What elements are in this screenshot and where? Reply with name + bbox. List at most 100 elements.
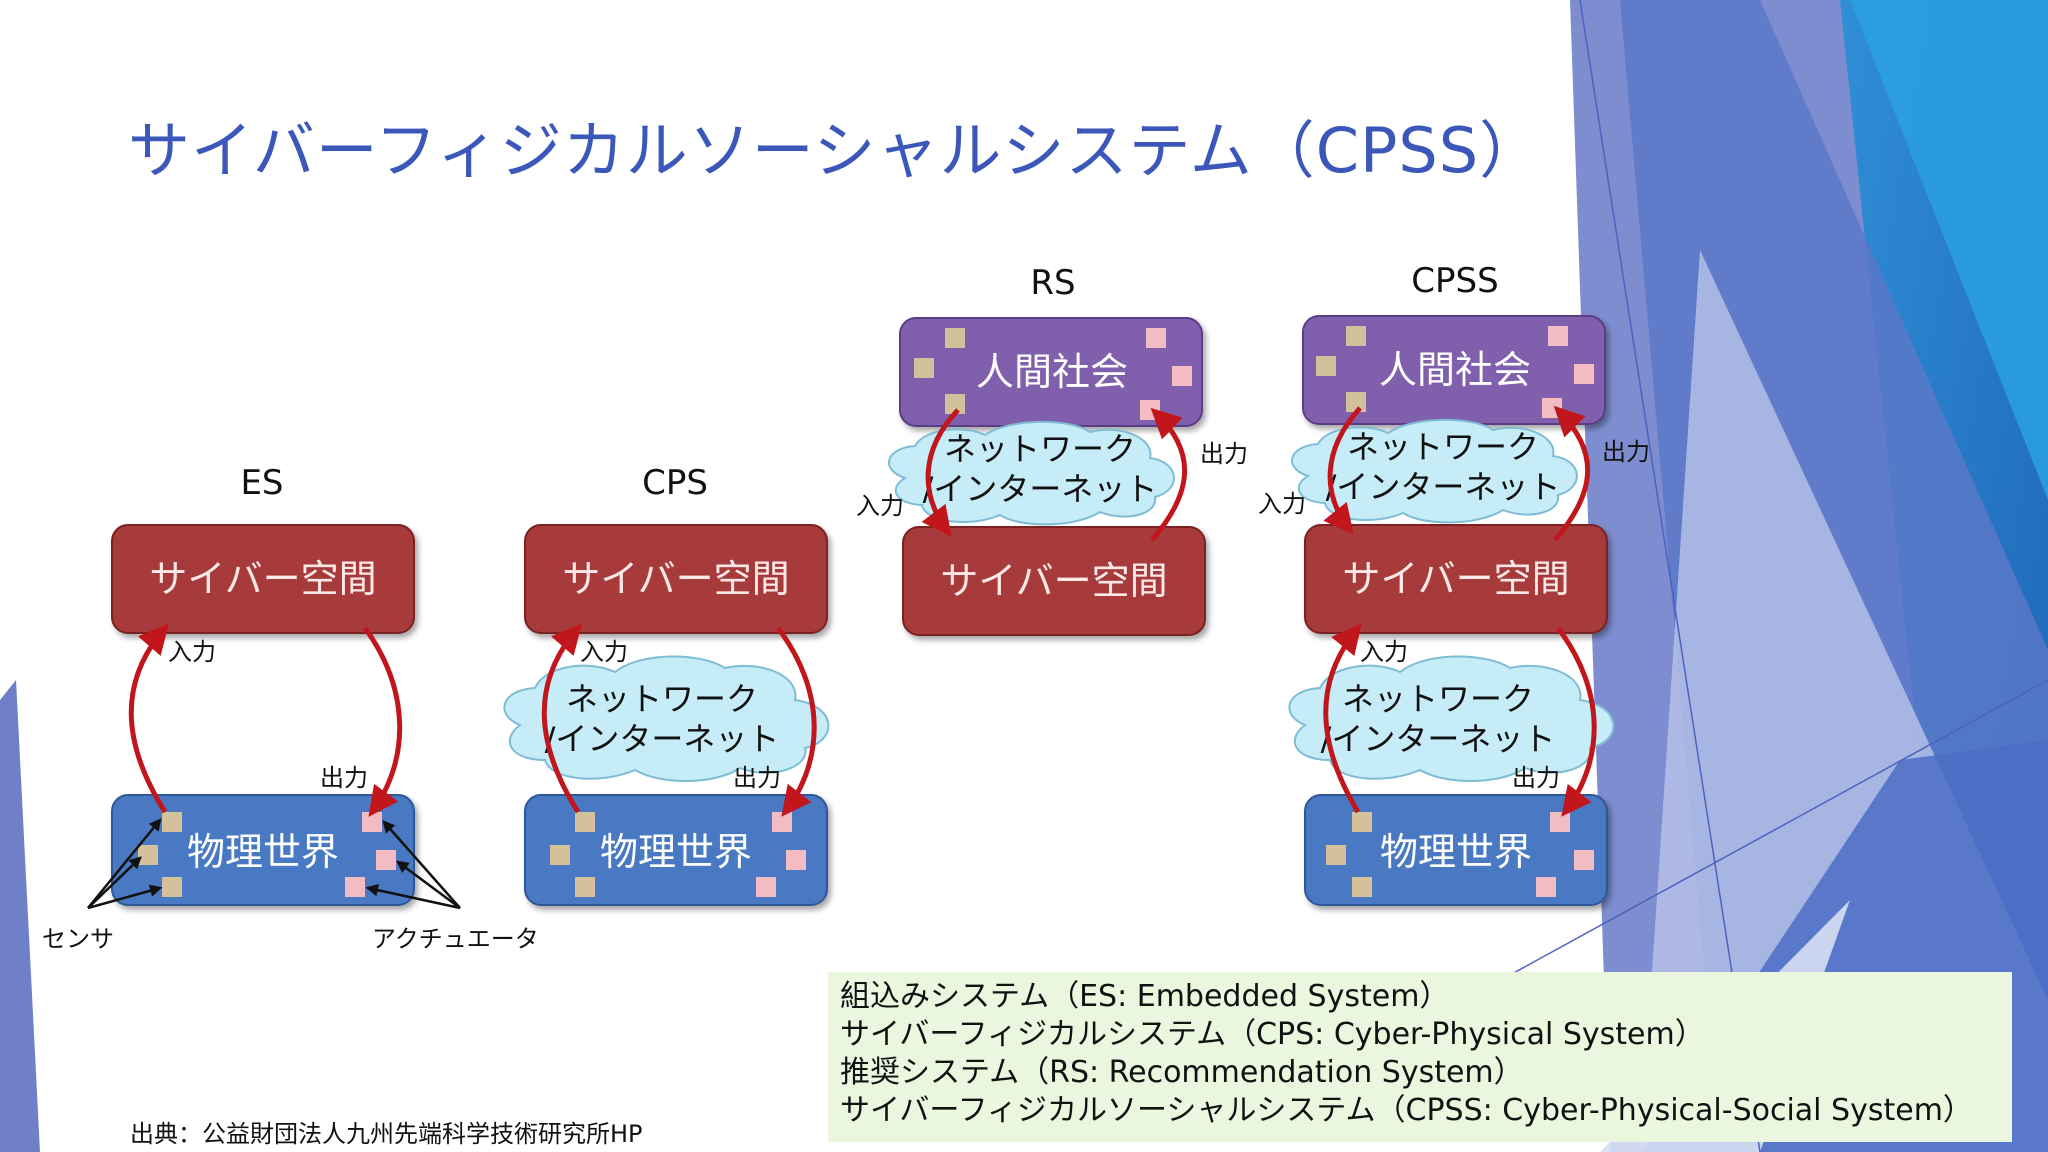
cpss-top-input-label: 入力 — [1258, 490, 1306, 518]
cps-input-arrow — [541, 623, 582, 814]
es-label: ES — [240, 463, 283, 503]
es-input-arrow — [128, 623, 169, 814]
cps-input-label: 入力 — [580, 638, 628, 666]
rs-output-arrow — [1150, 407, 1188, 542]
cpss-social-label: 人間社会 — [1379, 348, 1531, 392]
sensor-label: センサ — [42, 925, 114, 953]
sensor-square — [550, 845, 570, 865]
legend-item-cps: サイバーフィジカルシステム（CPS: Cyber-Physical System… — [840, 1017, 1705, 1052]
rs-label: RS — [1030, 263, 1075, 303]
rs-social-label: 人間社会 — [976, 350, 1128, 394]
es-output-label: 出力 — [320, 764, 368, 792]
actuator-square — [362, 812, 382, 832]
es-column: ES サイバー空間 物理世界 入力 出力 センサ — [42, 463, 539, 953]
cps-cyber-box: サイバー空間 — [524, 524, 828, 634]
cps-column: CPS サイバー空間 ネットワーク /インターネット 物理世界 入力 出力 — [503, 463, 830, 906]
cpss-label: CPSS — [1411, 261, 1498, 301]
cpss-bottom-network-cloud: ネットワーク /インターネット — [1288, 655, 1615, 782]
sensor-pointer-lines — [87, 818, 163, 910]
rs-network-cloud: ネットワーク /インターネット — [888, 420, 1175, 526]
rs-input-arrow — [921, 408, 960, 537]
rs-cyber-label: サイバー空間 — [940, 559, 1167, 603]
cpss-top-input-arrow — [1323, 406, 1362, 535]
cps-physical-label: 物理世界 — [600, 830, 752, 874]
sensor-square — [1326, 845, 1346, 865]
rs-input-label: 入力 — [856, 492, 904, 520]
rs-cyber-box: サイバー空間 — [902, 526, 1206, 636]
sensor-square — [945, 328, 965, 348]
cps-label: CPS — [642, 463, 708, 503]
es-input-label: 入力 — [168, 638, 216, 666]
cpss-bottom-network-line1: ネットワーク — [1342, 680, 1534, 718]
legend-item-es: 組込みシステム（ES: Embedded System） — [840, 979, 1450, 1014]
sensor-square — [162, 877, 182, 897]
sensor-square — [1346, 326, 1366, 346]
rs-output-label: 出力 — [1200, 440, 1248, 468]
sensor-square — [1352, 812, 1372, 832]
cps-physical-box: 物理世界 — [524, 794, 828, 906]
actuator-square — [1172, 366, 1192, 386]
actuator-square — [345, 877, 365, 897]
actuator-label: アクチュエータ — [372, 925, 539, 953]
rs-network-line1: ネットワーク — [944, 430, 1136, 468]
actuator-square — [1536, 877, 1556, 897]
cpss-top-network-line2: /インターネット — [1326, 468, 1561, 506]
sensor-square — [138, 845, 158, 865]
cpss-top-network-line1: ネットワーク — [1347, 428, 1539, 466]
cpss-bottom-output-arrow — [1556, 626, 1597, 817]
rs-social-box: 人間社会 — [899, 317, 1203, 427]
es-output-arrow — [362, 626, 403, 817]
cpss-top-network-cloud: ネットワーク /インターネット — [1291, 418, 1578, 524]
es-cyber-box: サイバー空間 — [111, 524, 415, 634]
cpss-social-box: 人間社会 — [1302, 315, 1606, 425]
actuator-square — [786, 850, 806, 870]
cps-network-line1: ネットワーク — [566, 680, 758, 718]
cpss-cyber-box: サイバー空間 — [1304, 524, 1608, 634]
cpss-bottom-output-label: 出力 — [1512, 764, 1560, 792]
actuator-square — [376, 850, 396, 870]
legend-item-cpss: サイバーフィジカルソーシャルシステム（CPSS: Cyber-Physical-… — [840, 1093, 1973, 1128]
sensor-square — [575, 812, 595, 832]
source-citation: 出典：公益財団法人九州先端科学技術研究所HP — [130, 1120, 643, 1148]
actuator-square — [772, 812, 792, 832]
cps-network-cloud: ネットワーク /インターネット — [503, 655, 830, 782]
cpss-top-output-label: 出力 — [1602, 438, 1650, 466]
actuator-square — [1574, 364, 1594, 384]
actuator-square — [1542, 398, 1562, 418]
actuator-square — [1574, 850, 1594, 870]
cpss-bottom-network-line2: /インターネット — [1321, 720, 1556, 758]
cpss-physical-label: 物理世界 — [1380, 830, 1532, 874]
actuator-square — [1146, 328, 1166, 348]
actuator-pointer-lines — [365, 820, 461, 910]
sensor-square — [162, 812, 182, 832]
cpss-bottom-input-label: 入力 — [1360, 638, 1408, 666]
legend-item-rs: 推奨システム（RS: Recommendation System） — [840, 1055, 1524, 1090]
sensor-square — [914, 358, 934, 378]
sensor-square — [945, 394, 965, 414]
sensor-square — [1346, 392, 1366, 412]
cpss-column: CPSS 人間社会 ネットワーク /インターネット サイバー空間 ネットワーク … — [1258, 261, 1650, 906]
slide-title: サイバーフィジカルソーシャルシステム（CPSS） — [128, 114, 1543, 187]
rs-network-line2: /インターネット — [923, 470, 1158, 508]
sensor-square — [1316, 356, 1336, 376]
cps-output-arrow — [776, 626, 817, 817]
es-physical-box: 物理世界 — [111, 794, 415, 906]
cps-cyber-label: サイバー空間 — [562, 557, 789, 601]
cpss-bottom-input-arrow — [1323, 623, 1362, 814]
cpss-top-output-arrow — [1553, 405, 1591, 542]
cps-output-label: 出力 — [733, 764, 781, 792]
cpss-physical-box: 物理世界 — [1304, 794, 1608, 906]
actuator-square — [1548, 326, 1568, 346]
es-physical-label: 物理世界 — [187, 830, 339, 874]
es-cyber-label: サイバー空間 — [149, 557, 376, 601]
legend-box: 組込みシステム（ES: Embedded System） サイバーフィジカルシス… — [828, 972, 2012, 1142]
actuator-square — [1550, 812, 1570, 832]
sensor-square — [575, 877, 595, 897]
rs-column: RS 人間社会 ネットワーク /インターネット サイバー空間 入力 出力 — [856, 263, 1248, 636]
cps-network-line2: /インターネット — [545, 720, 780, 758]
sensor-square — [1352, 877, 1372, 897]
actuator-square — [756, 877, 776, 897]
cpss-cyber-label: サイバー空間 — [1342, 557, 1569, 601]
